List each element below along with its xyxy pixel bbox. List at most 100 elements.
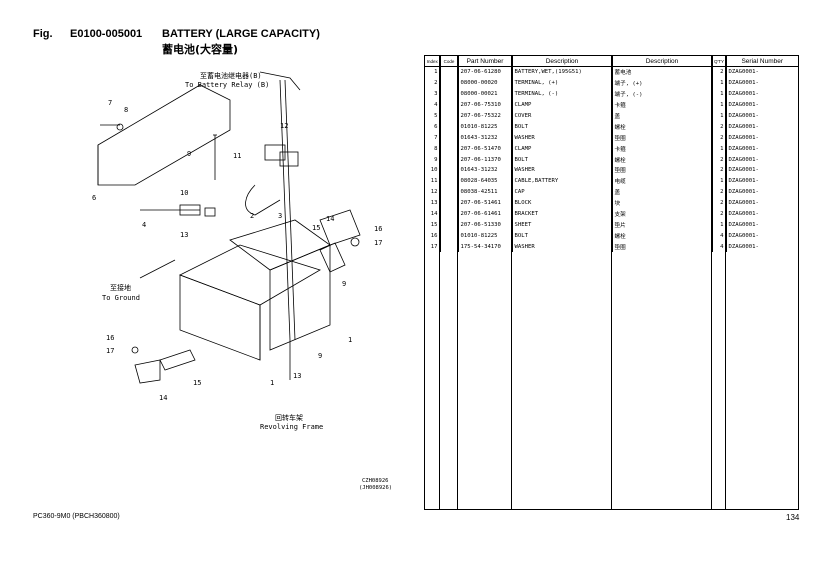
callout-17: 17 — [374, 239, 382, 247]
callout-9b: 9 — [318, 352, 322, 360]
callout-9: 9 — [187, 150, 191, 158]
to-battery-relay-cn-label: 至蓄电池继电器(B) — [200, 71, 262, 80]
cell-description-cn: 端子, (+) — [612, 77, 713, 89]
cell-serial-number: DZAG0001- — [728, 232, 759, 239]
cell-description-en: CLAMP — [512, 143, 613, 155]
revolving-frame-label: Revolving Frame — [260, 423, 323, 431]
cell-code — [440, 197, 459, 209]
cell-description-cn: 垫圈 — [612, 241, 713, 253]
parts-list: Index Code Part Number Description Descr… — [424, 55, 799, 510]
cell-code — [440, 110, 459, 122]
cell-index: 12 — [425, 186, 441, 198]
to-battery-relay-label: To Battery Relay (B) — [185, 81, 269, 89]
cell-serial-number: DZAG0001- — [728, 167, 759, 174]
cell-part-number: 207-06-11370 — [458, 154, 513, 166]
cell-serial-number: DZAG0001- — [728, 123, 759, 130]
cell-serial-number: DZAG0001- — [728, 211, 759, 218]
cell-part-number: 01643-31232 — [458, 132, 513, 144]
cell-description-en: TERMINAL, (-) — [512, 88, 613, 100]
cell-serial-number: DZAG0001- — [728, 134, 759, 141]
cell-index: 14 — [425, 208, 441, 220]
cell-description-en: BOLT — [512, 230, 613, 242]
cell-index: 15 — [425, 219, 441, 231]
cell-qty: 2 — [712, 186, 727, 198]
cell-description-cn: 卡箍 — [612, 143, 713, 155]
cell-code — [440, 143, 459, 155]
parts-table: Index Code Part Number Description Descr… — [425, 56, 798, 253]
cell-part-number: 207-06-75310 — [458, 99, 513, 111]
cell-qty: 4 — [712, 230, 727, 242]
cell-description-en: WASHER — [512, 241, 613, 253]
cell-serial-number: DZAG0001- — [728, 243, 759, 250]
cell-serial-number: DZAG0001- — [728, 80, 759, 87]
bracket-14 — [134, 359, 161, 384]
callout-4: 4 — [142, 221, 146, 229]
cell-description-en: BLOCK — [512, 197, 613, 209]
col-header-serial-number: Serial Number — [726, 56, 798, 67]
cell-code — [440, 241, 459, 253]
cell-qty: 1 — [712, 99, 727, 111]
cell-description-en: BOLT — [512, 154, 613, 166]
cell-part-number: 08038-42511 — [458, 186, 513, 198]
cell-index: 17 — [425, 241, 441, 253]
cell-description-cn: 电缆 — [612, 175, 713, 187]
page-subtitle: 蓄电池(大容量) — [162, 43, 239, 56]
cell-code — [440, 219, 459, 231]
col-header-code: Code — [440, 56, 459, 67]
page-title: BATTERY (LARGE CAPACITY) — [162, 28, 320, 40]
col-header-description-cn: Description — [612, 56, 713, 67]
cell-code — [440, 77, 459, 89]
exploded-parts-drawing: 至蓄电池继电器(B) To Battery Relay (B) 至接地 To G… — [92, 71, 392, 491]
cell-description-cn: 蓄电池 — [612, 66, 713, 78]
cell-description-en: WASHER — [512, 165, 613, 176]
cell-description-cn: 螺栓 — [612, 121, 713, 133]
drawing-number-alt: (JH008926) — [359, 485, 392, 491]
cable-11 — [245, 184, 281, 216]
page-number: 134 — [786, 513, 800, 522]
cell-serial-number: DZAG0001- — [728, 178, 759, 185]
cell-description-en: BOLT — [512, 121, 613, 133]
callout-16b: 16 — [106, 334, 114, 342]
cell-part-number: 08000-00020 — [458, 77, 513, 89]
cell-qty: 1 — [712, 175, 727, 187]
callout-14: 14 — [326, 215, 334, 223]
cell-index: 13 — [425, 197, 441, 209]
cell-description-cn: 端子, (-) — [612, 88, 713, 100]
to-ground-label: To Ground — [102, 294, 140, 302]
cell-part-number: 01010-81225 — [458, 121, 513, 133]
cell-qty: 1 — [712, 110, 727, 122]
cell-code — [440, 230, 459, 242]
cell-description-en: BATTERY,WET,(195G51) — [512, 66, 613, 78]
cell-index: 10 — [425, 165, 441, 176]
cell-description-en: WASHER — [512, 132, 613, 144]
cell-index: 16 — [425, 230, 441, 242]
col-header-qty: Q'TY — [712, 56, 727, 67]
callout-5: 6 — [92, 194, 96, 202]
cell-description-cn: 盖 — [612, 186, 713, 198]
cell-description-en: CAP — [512, 186, 613, 198]
cell-description-en: COVER — [512, 110, 613, 122]
cell-description-cn: 盖 — [612, 110, 713, 122]
cell-description-cn: 卡箍 — [612, 99, 713, 111]
cell-code — [440, 66, 459, 78]
callout-16: 16 — [374, 225, 382, 233]
cell-qty: 2 — [712, 208, 727, 220]
cell-description-en: CABLE,BATTERY — [512, 175, 613, 187]
col-header-description-en: Description — [512, 56, 613, 67]
cover-plate — [97, 84, 231, 186]
cell-description-cn: 垫片 — [612, 219, 713, 231]
cell-description-cn: 支架 — [612, 208, 713, 220]
cell-qty: 1 — [712, 77, 727, 89]
col-header-part-number: Part Number — [458, 56, 513, 67]
cell-serial-number: DZAG0001- — [728, 145, 759, 152]
table-header-row: Index Code Part Number Description Descr… — [425, 56, 798, 67]
callout-10: 10 — [180, 189, 188, 197]
cap-12 — [264, 144, 286, 161]
